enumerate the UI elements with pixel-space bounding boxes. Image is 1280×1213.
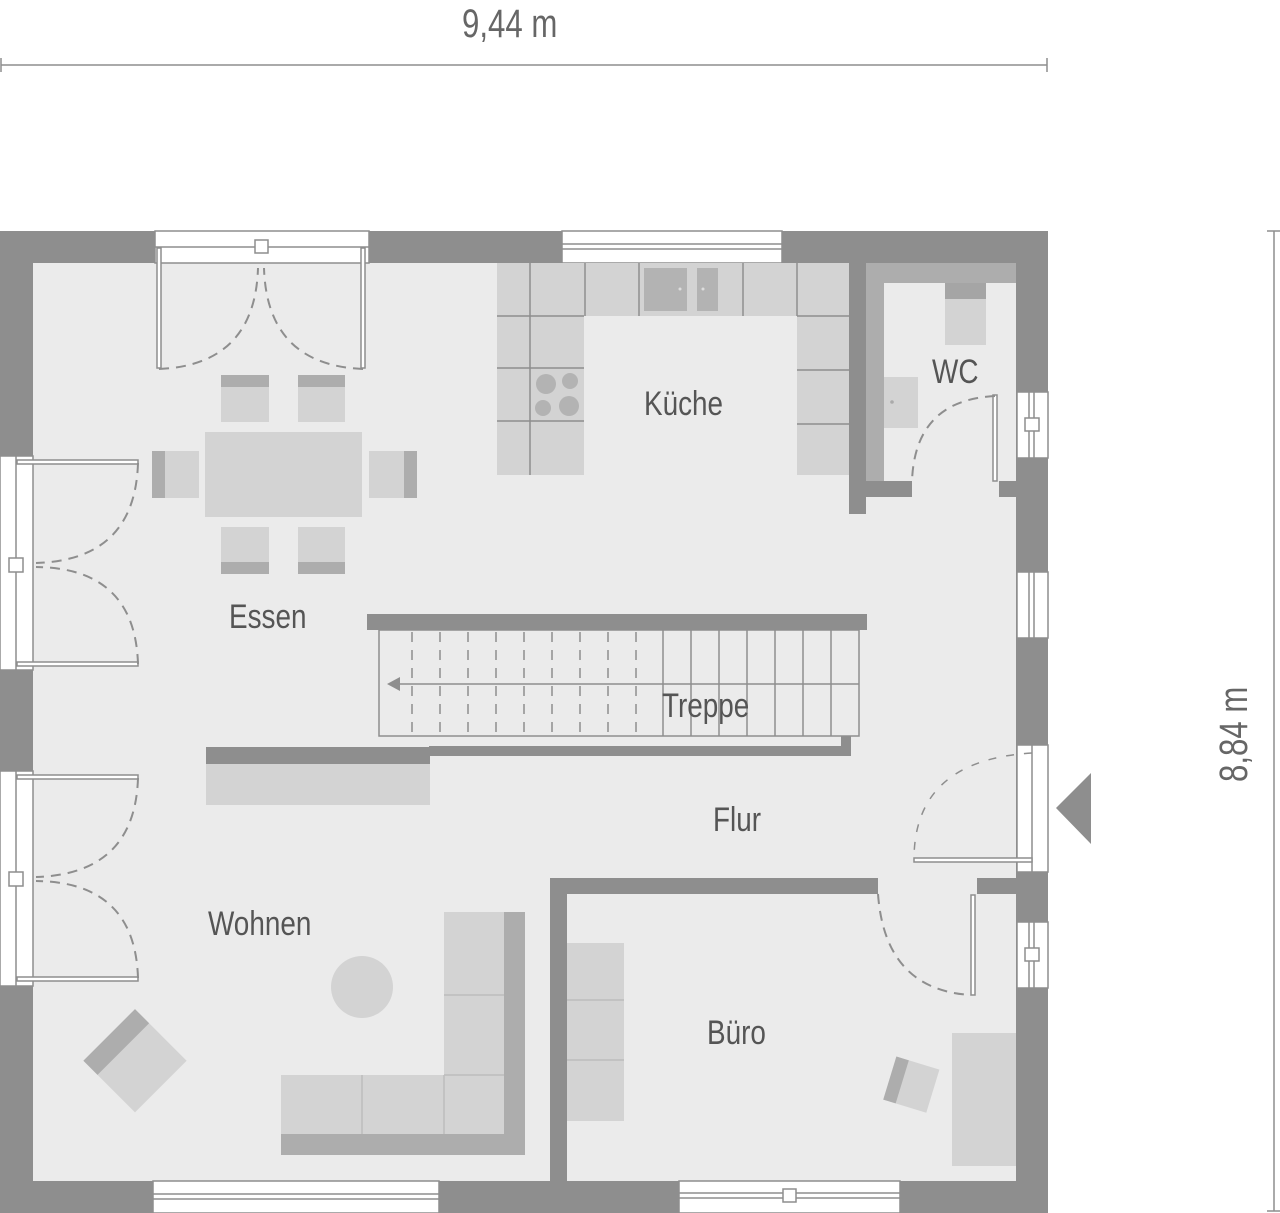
window-left-essen — [0, 455, 139, 671]
window-bottom-buero — [678, 1180, 901, 1213]
width-dimension-label: 9,44 m — [462, 2, 558, 46]
office-chair — [883, 1056, 940, 1113]
entrance-triangle-icon — [1056, 773, 1091, 844]
staircase — [367, 614, 867, 756]
toilet-tank — [945, 283, 986, 299]
coffee-table — [331, 956, 393, 1018]
stove-burners — [535, 373, 579, 416]
sideboard — [206, 764, 430, 805]
window-top-essen — [154, 230, 370, 264]
kitchen-counters — [497, 263, 849, 475]
dining-set — [152, 375, 417, 574]
wc-sink — [884, 377, 918, 428]
armchair — [83, 1009, 187, 1113]
width-dimension-line — [0, 58, 1048, 72]
window-bottom-wohnen — [152, 1180, 440, 1213]
shelf — [567, 943, 624, 1121]
corner-sofa — [281, 912, 525, 1155]
room-label-wohnen: Wohnen — [208, 905, 312, 943]
depth-dimension-line — [1267, 230, 1280, 1212]
room-label-flur: Flur — [713, 801, 762, 839]
entrance-door — [913, 744, 1049, 873]
wc-room — [849, 263, 1016, 514]
window-right-flur — [1016, 571, 1049, 639]
room-label-buero: Büro — [707, 1014, 766, 1052]
toilet-bowl — [945, 299, 986, 345]
room-label-kueche: Küche — [644, 385, 724, 423]
depth-dimension-label: 8,84 m — [1212, 686, 1256, 782]
room-label-wc: WC — [932, 353, 979, 391]
window-right-buero — [1016, 921, 1049, 989]
window-left-wohnen — [0, 770, 139, 987]
arrow-left-icon — [387, 677, 400, 691]
window-top-kueche — [561, 230, 783, 264]
room-label-treppe: Treppe — [662, 687, 750, 725]
buero-furniture — [567, 943, 1016, 1166]
partition-wall — [206, 747, 430, 764]
room-label-essen: Essen — [229, 598, 307, 636]
desk — [952, 1033, 1016, 1166]
dining-table — [205, 432, 362, 517]
buero-walls — [550, 878, 1016, 1181]
window-right-wc — [1016, 391, 1049, 459]
sink-basin-small — [697, 268, 718, 311]
wohnen-furniture — [83, 912, 525, 1155]
